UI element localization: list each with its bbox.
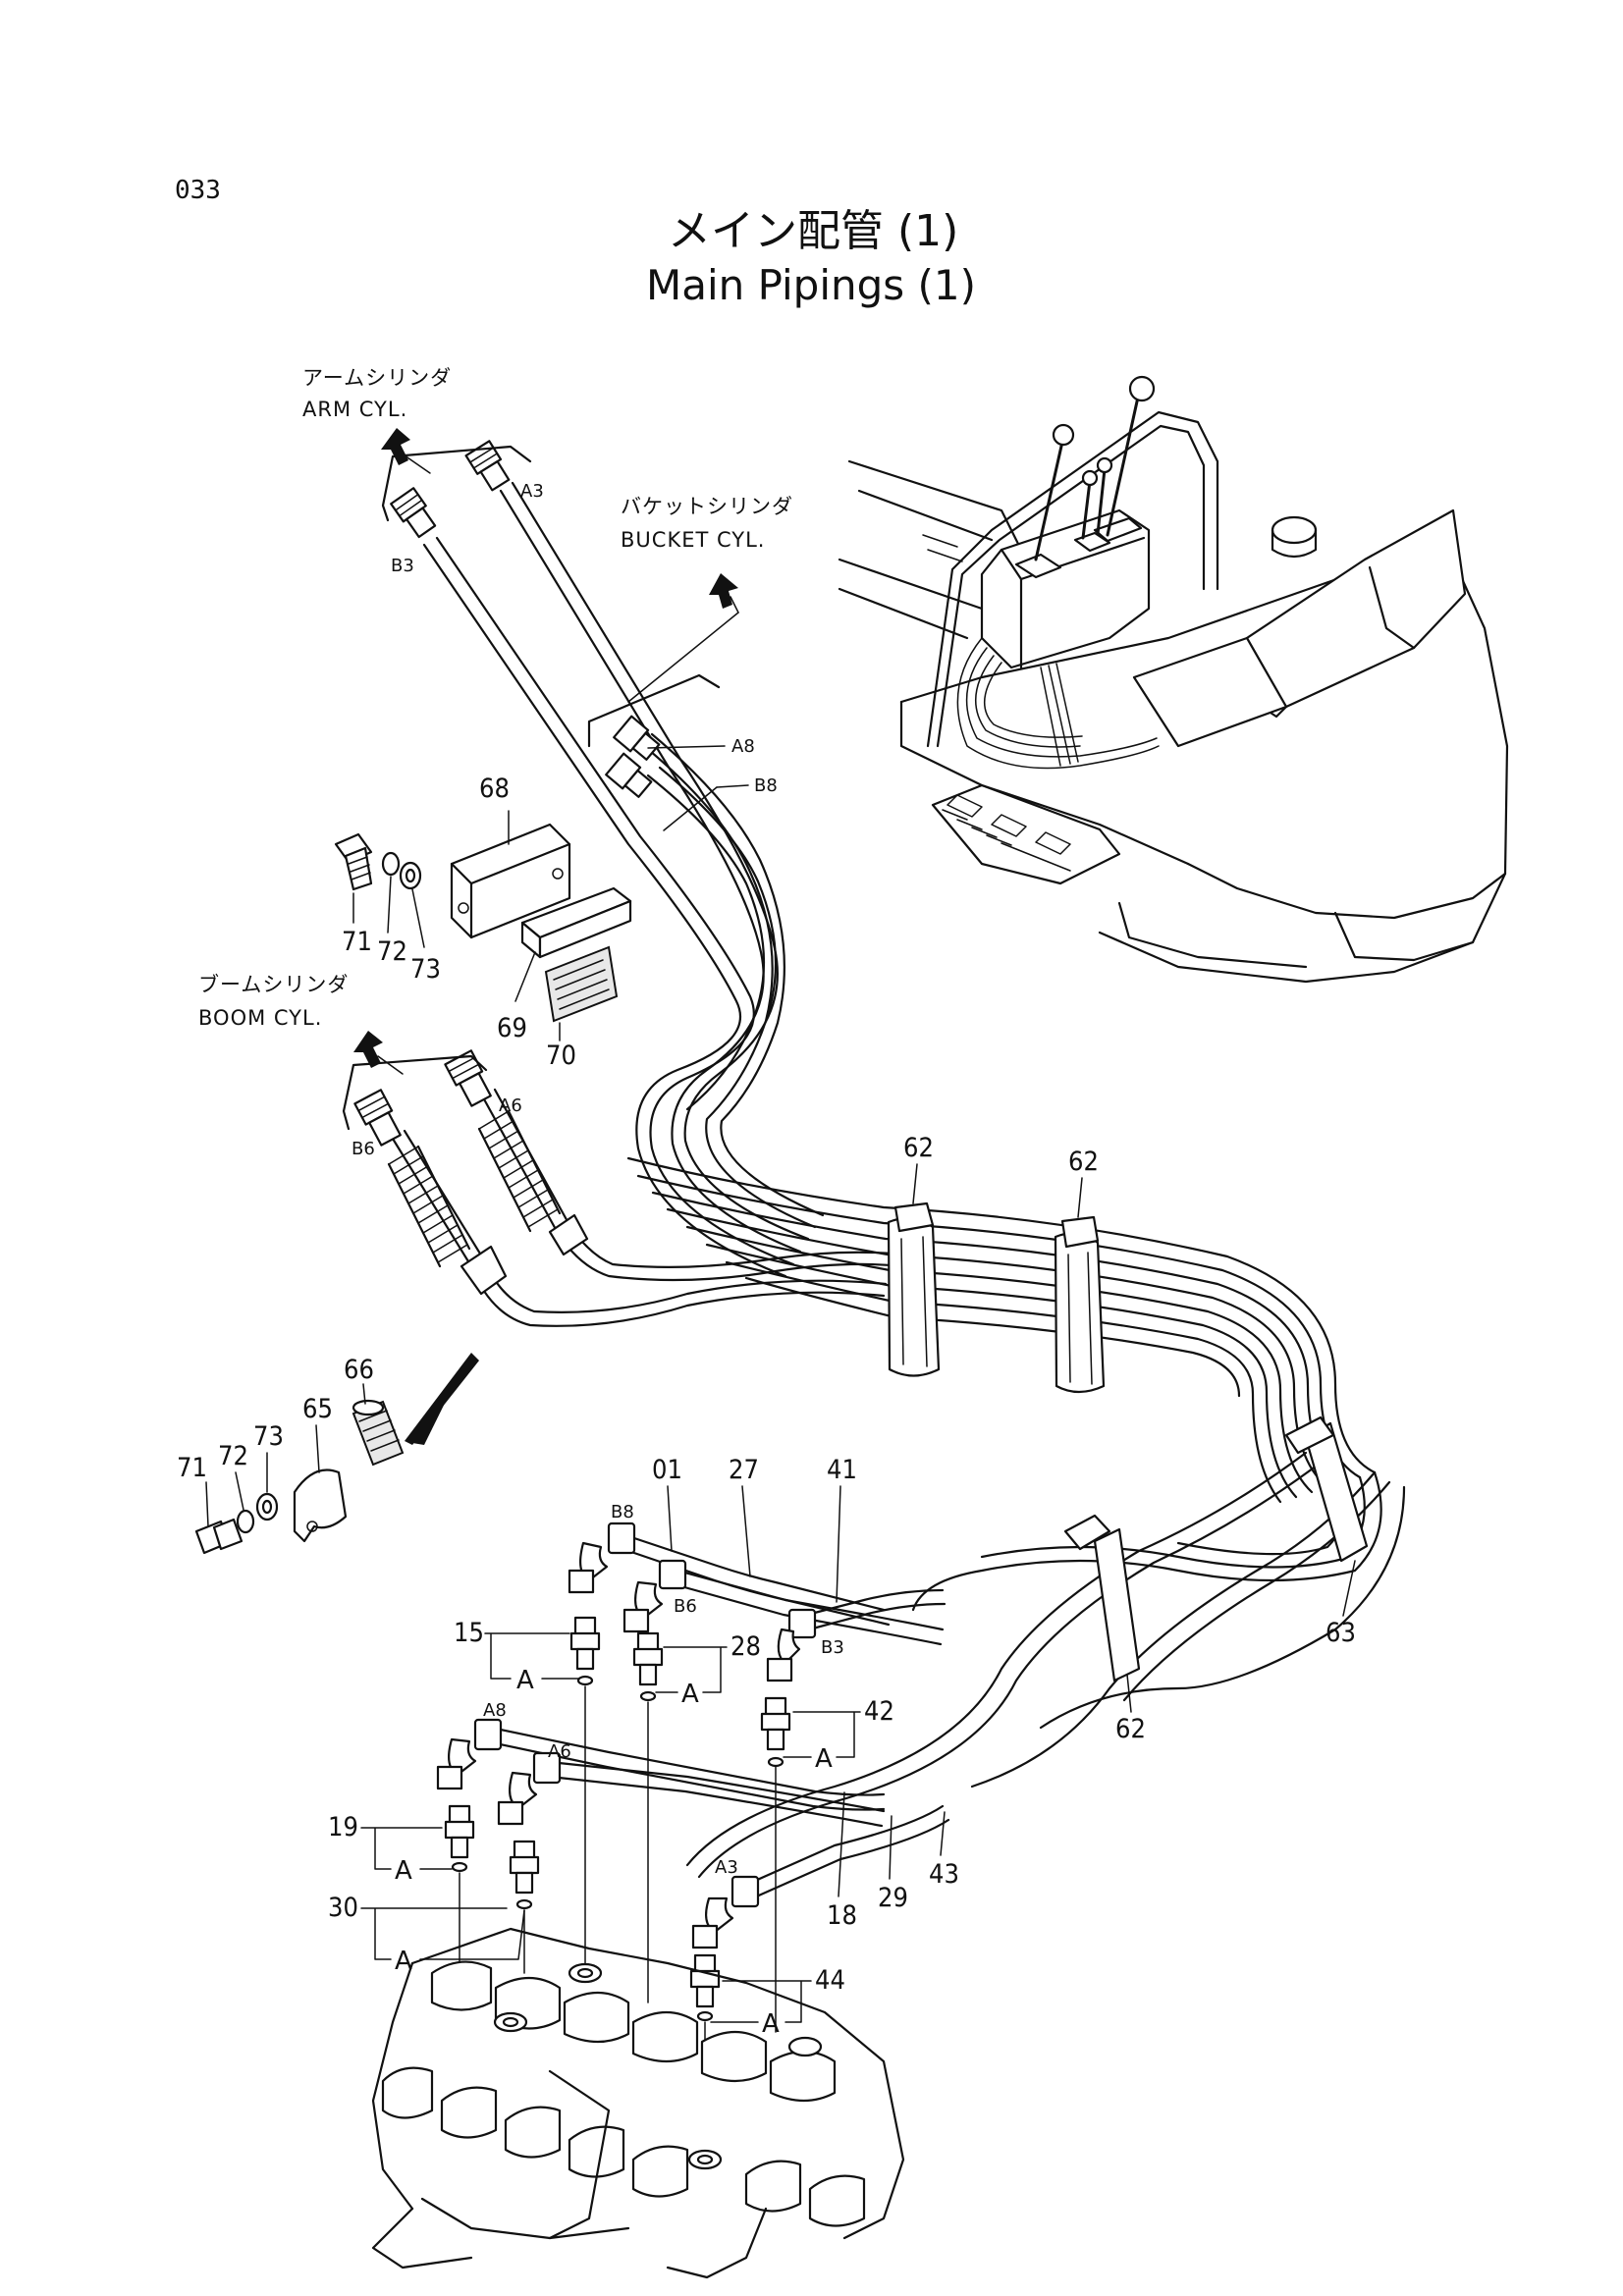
arm-cyl-arrow xyxy=(381,428,431,474)
hose-code-a8-top: A8 xyxy=(731,736,755,757)
part-number-72-upper: 72 xyxy=(377,936,407,967)
detail-marker-a-28: A xyxy=(681,1680,699,1709)
detail-marker-a-30: A xyxy=(395,1947,412,1976)
part-number-43: 43 xyxy=(929,1859,959,1890)
part-number-29: 29 xyxy=(878,1883,908,1913)
hose-code-b6-bottom: B6 xyxy=(674,1596,697,1617)
machine-cab-illustration xyxy=(838,375,1509,984)
part-number-15: 15 xyxy=(454,1618,484,1648)
bucket-cyl-label-jp: バケットシリンダ xyxy=(621,495,793,518)
lower-pipe-assembly xyxy=(436,1522,950,2072)
part-number-62-left: 62 xyxy=(903,1133,934,1163)
clamp-band-62-left xyxy=(887,1201,941,1377)
part-number-28: 28 xyxy=(730,1631,761,1662)
boom-cyl-label-jp: ブームシリンダ xyxy=(198,973,349,996)
adapter-44 xyxy=(689,1953,721,2022)
part-number-44: 44 xyxy=(815,1965,845,1996)
part-number-71-lower: 71 xyxy=(177,1453,207,1483)
part-number-73-upper: 73 xyxy=(410,954,441,985)
clamp-kit-lower xyxy=(194,1383,405,1555)
page-number: 033 xyxy=(175,176,221,205)
adapter-28 xyxy=(632,1631,664,1702)
part-number-72-lower: 72 xyxy=(218,1441,248,1471)
part-number-62-mid: 62 xyxy=(1068,1147,1099,1177)
elbow-a3 xyxy=(691,1875,760,1949)
part-number-73-lower: 73 xyxy=(253,1421,284,1452)
boom-cyl-label-en: BOOM CYL. xyxy=(198,1006,322,1030)
hose-code-b6-top: B6 xyxy=(352,1139,375,1159)
arm-cyl-label-en: ARM CYL. xyxy=(302,398,407,421)
elbow-a6 xyxy=(497,1751,562,1826)
control-valve xyxy=(371,1927,905,2279)
hose-code-b3-bottom: B3 xyxy=(821,1637,844,1658)
bucket-cyl-label-en: BUCKET CYL. xyxy=(621,528,765,552)
elbow-b6 xyxy=(622,1559,687,1633)
adapter-30 xyxy=(509,1840,540,1910)
elbow-a8 xyxy=(436,1718,503,1790)
boom-cyl-arrow xyxy=(353,1031,404,1075)
clamp-band-62-lower xyxy=(1063,1514,1141,1682)
arm-cyl-label-jp: アームシリンダ xyxy=(302,366,452,390)
hose-code-b3-top: B3 xyxy=(391,556,414,576)
part-number-63: 63 xyxy=(1325,1618,1356,1648)
part-number-01: 01 xyxy=(652,1455,682,1485)
hose-code-a6-bottom: A6 xyxy=(548,1741,571,1762)
title-jp: メイン配管 (1) xyxy=(668,206,958,256)
bucket-cyl-arrow xyxy=(709,573,739,614)
elbow-b8 xyxy=(568,1522,636,1594)
elbow-b3 xyxy=(766,1608,817,1682)
part-number-30: 30 xyxy=(328,1893,358,1923)
part-number-71-upper: 71 xyxy=(342,927,372,957)
main-hose-bundle xyxy=(626,1156,1406,1879)
part-number-18: 18 xyxy=(827,1900,857,1931)
clamp-band-62-mid xyxy=(1054,1215,1106,1394)
hose-code-b8-bottom: B8 xyxy=(611,1502,634,1522)
hose-code-a3-top: A3 xyxy=(520,481,544,502)
hose-code-a8-bottom: A8 xyxy=(483,1700,507,1721)
part-number-70: 70 xyxy=(546,1041,576,1071)
hose-code-a6-top: A6 xyxy=(499,1095,522,1116)
part-number-62-lower: 62 xyxy=(1115,1714,1146,1744)
detail-marker-a-19: A xyxy=(395,1856,412,1886)
detail-marker-a-42: A xyxy=(815,1744,833,1774)
hose-code-a3-bottom: A3 xyxy=(715,1857,738,1878)
arm-bucket-hose-routing xyxy=(381,428,825,1278)
part-number-66: 66 xyxy=(344,1355,374,1385)
part-number-68: 68 xyxy=(479,774,510,804)
adapter-42 xyxy=(760,1696,791,1768)
part-number-65: 65 xyxy=(302,1394,333,1424)
part-number-27: 27 xyxy=(729,1455,759,1485)
title-en: Main Pipings (1) xyxy=(646,261,976,309)
detail-marker-a-44: A xyxy=(762,2009,780,2039)
clamp-kit-upper xyxy=(334,810,632,1041)
part-number-69: 69 xyxy=(497,1013,527,1043)
hose-code-b8-top: B8 xyxy=(754,775,778,796)
b6-spring-guard xyxy=(387,1145,471,1268)
adapter-15 xyxy=(569,1616,601,1686)
part-number-42: 42 xyxy=(864,1696,894,1727)
detail-marker-a-15: A xyxy=(516,1666,534,1695)
part-number-19: 19 xyxy=(328,1812,358,1842)
clamp-band-63 xyxy=(1284,1415,1369,1563)
a6-spring-guard xyxy=(477,1109,562,1233)
boom-hose-routing xyxy=(342,1031,907,1445)
part-number-41: 41 xyxy=(827,1455,857,1485)
adapter-19 xyxy=(444,1804,475,1873)
